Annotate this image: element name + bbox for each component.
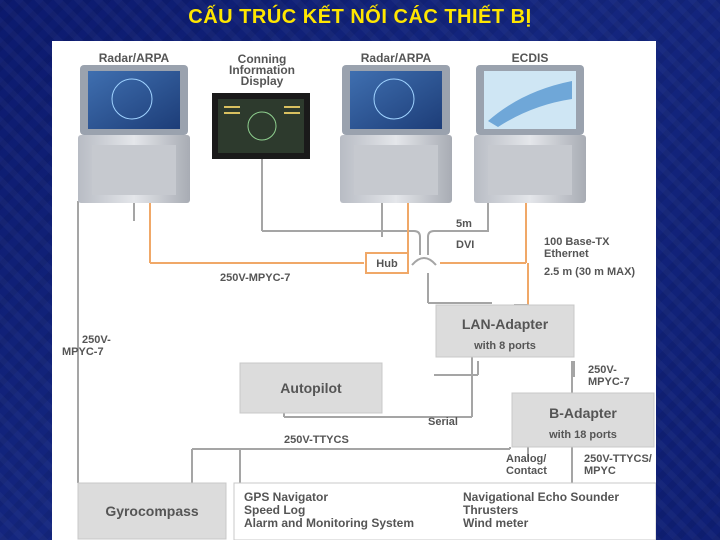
radar-2-label: Radar/ARPA [361,51,432,65]
analog-label-line1: Analog/ [506,453,546,465]
mpyc-right-label-line1: 250V- [588,364,617,376]
serial-label: Serial [428,416,458,428]
sensor-wind-meter: Wind meter [463,516,529,530]
ecdis-label: ECDIS [512,51,549,65]
lan-adapter-ports: with 8 ports [473,340,536,352]
lan-adapter-name: LAN-Adapter [462,316,549,332]
diagram-panel: Radar/ARPA Conning Information Display R… [52,41,656,540]
b-adapter-box [511,392,655,448]
ttycs-label: 250V-TTYCS [284,434,349,446]
b-adapter-name: B-Adapter [549,405,617,421]
ttycs-mpyc-label-line2: MPYC [584,465,616,477]
hub-box [365,252,409,274]
sensor-thrusters: Thrusters [463,503,519,517]
connection-diagram: Radar/ARPA Conning Information Display R… [62,51,656,540]
gyrocompass-label: Gyrocompass [105,503,199,519]
conning-label-line1: Conning [238,52,287,66]
radar-1-label: Radar/ARPA [99,51,170,65]
mpyc-horizontal-label: 250V-MPYC-7 [220,272,290,284]
radar-arpa-1 [78,65,190,203]
mpyc-left-label-line1: 250V- [82,334,111,346]
ethernet-label-line2: Ethernet [544,248,589,260]
autopilot-box [239,362,383,414]
mpyc-left-label-line2: MPYC-7 [62,346,104,358]
mpyc-right-label-line2: MPYC-7 [588,376,630,388]
hub-label: Hub [376,258,398,270]
sensors-box [233,482,656,540]
sensor-gps-navigator: GPS Navigator [244,490,328,504]
sensor-alarm-monitoring: Alarm and Monitoring System [244,516,414,530]
radar-arpa-2 [340,65,452,203]
ecdis-console [474,65,586,203]
autopilot-label: Autopilot [280,380,342,396]
gyrocompass-box [77,482,227,540]
sensor-echo-sounder: Navigational Echo Sounder [463,490,619,504]
conning-label-line3: Display [241,74,284,88]
cable-5m-label: 5m [456,218,472,230]
conning-information-display [212,93,310,159]
analog-label-line2: Contact [506,465,547,477]
sensor-speed-log: Speed Log [244,503,305,517]
ethernet-label-line1: 100 Base-TX [544,236,610,248]
conning-label-line2: Information [229,63,295,77]
lan-adapter-box [435,304,575,358]
gray-wires [77,159,575,483]
max-length-label: 2.5 m (30 m MAX) [544,266,635,278]
slide-title: CẤU TRÚC KẾT NỐI CÁC THIẾT BỊ [188,6,532,28]
b-adapter-ports: with 18 ports [548,429,617,441]
orange-wires [149,201,529,305]
cable-dvi-label: DVI [456,239,474,251]
ttycs-mpyc-label-line1: 250V-TTYCS/ [584,453,652,465]
